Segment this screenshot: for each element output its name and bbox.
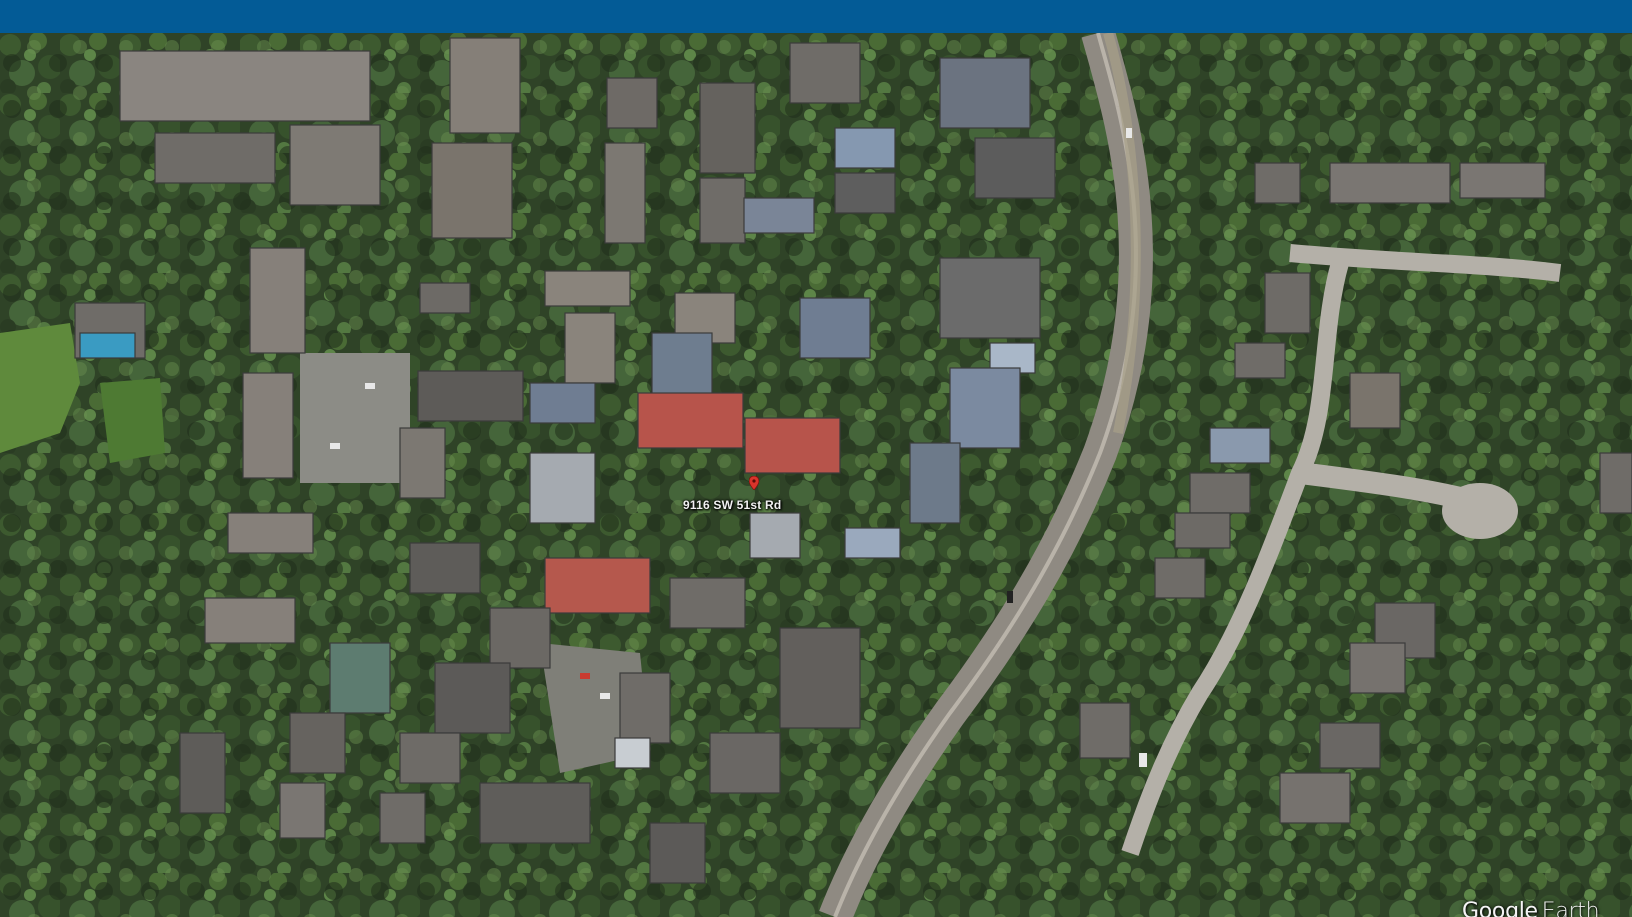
header-bar [0,0,1632,33]
location-pin-icon[interactable] [749,476,759,490]
aerial-imagery [0,33,1632,917]
attribution-brand: Google [1462,899,1538,917]
attribution-product: Earth [1541,899,1600,917]
address-label: 9116 SW 51st Rd [683,498,782,512]
